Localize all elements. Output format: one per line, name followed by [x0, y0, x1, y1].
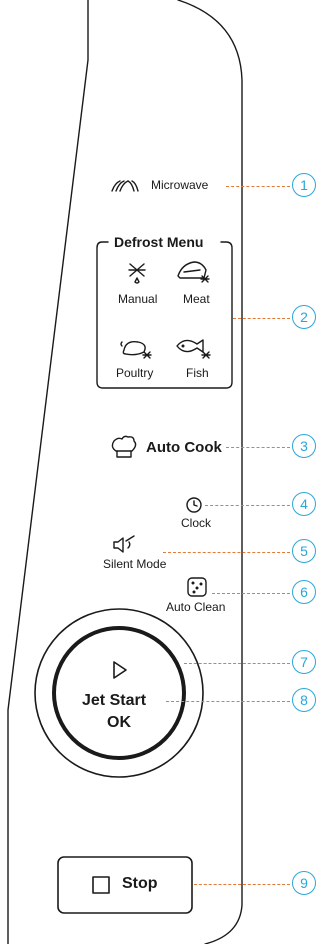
callout-3: 3	[292, 434, 316, 458]
leader-line-8	[166, 701, 290, 702]
jet-start-outer-ring	[34, 608, 204, 778]
auto-clean-icon	[187, 577, 207, 597]
leader-line-6	[212, 593, 290, 594]
leader-line-2	[233, 318, 290, 319]
panel-outline	[7, 0, 89, 944]
clock-button[interactable]: Clock	[181, 516, 212, 530]
stop-square-icon	[92, 876, 110, 894]
leader-line-9	[194, 884, 290, 885]
callout-8: 8	[292, 688, 316, 712]
clock-icon	[186, 497, 202, 513]
fish-defrost-icon	[176, 339, 211, 359]
poultry-defrost-icon	[120, 340, 152, 359]
leader-line-3	[226, 447, 290, 448]
callout-7: 7	[292, 650, 316, 674]
callout-9: 9	[292, 871, 316, 895]
auto-cook-button[interactable]: Auto Cook	[146, 439, 222, 456]
microwave-label: Microwave	[151, 178, 209, 192]
leader-line-5	[163, 552, 290, 553]
meat-defrost-icon	[177, 261, 210, 283]
defrost-item-poultry[interactable]: Poultry	[116, 366, 154, 380]
defrost-menu-title: Defrost Menu	[114, 234, 204, 250]
jet-start-inner-ring	[52, 626, 186, 760]
defrost-item-fish[interactable]: Fish	[186, 366, 209, 380]
defrost-menu-frame	[96, 241, 233, 389]
auto-clean-button[interactable]: Auto Clean	[166, 600, 226, 614]
stop-button[interactable]: Stop	[122, 875, 158, 892]
leader-line-7	[184, 663, 290, 664]
callout-1: 1	[292, 173, 316, 197]
snowflake-icon	[128, 263, 146, 284]
jet-start-label[interactable]: Jet Start	[82, 692, 147, 709]
defrost-item-manual[interactable]: Manual	[118, 292, 158, 306]
callout-2: 2	[292, 305, 316, 329]
leader-line-4	[205, 505, 290, 506]
play-triangle-icon	[113, 661, 127, 679]
leader-line-1	[226, 186, 290, 187]
panel-outline-right	[177, 0, 243, 944]
microwave-icon	[111, 180, 139, 192]
speaker-mute-icon	[113, 535, 135, 553]
ok-label[interactable]: OK	[107, 714, 131, 731]
callout-5: 5	[292, 539, 316, 563]
chef-hat-icon	[111, 435, 137, 458]
callout-6: 6	[292, 580, 316, 604]
silent-mode-button[interactable]: Silent Mode	[103, 557, 167, 571]
defrost-item-meat[interactable]: Meat	[183, 292, 210, 306]
stop-button-outline	[57, 856, 193, 914]
callout-4: 4	[292, 492, 316, 516]
